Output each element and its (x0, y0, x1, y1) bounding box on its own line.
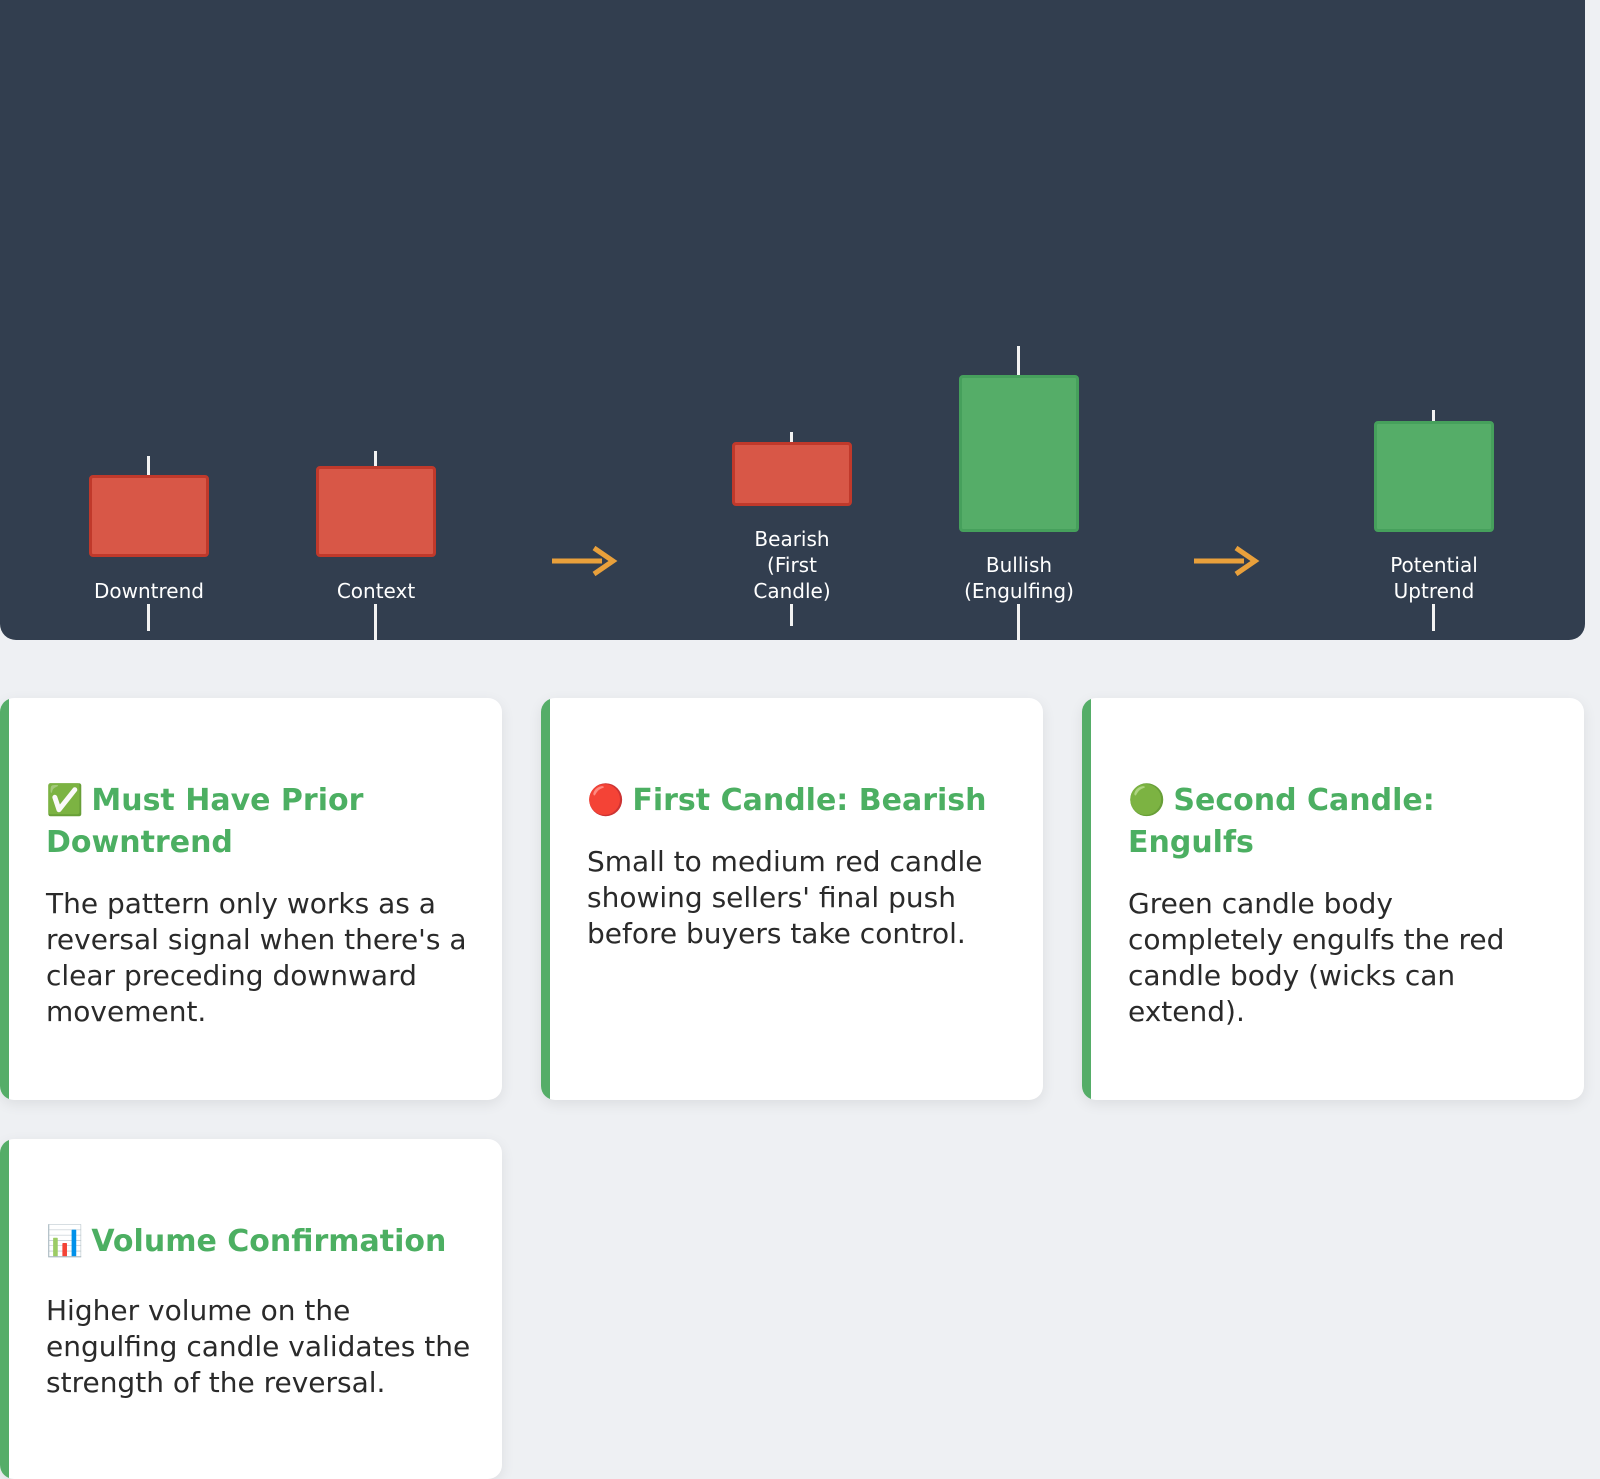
candle-label: Potential Uptrend (1390, 553, 1478, 603)
arrow-right-icon (552, 545, 618, 577)
candle-wick-bottom (1017, 604, 1020, 640)
card-prior-downtrend: ✅Must Have Prior Downtrend The pattern o… (0, 698, 502, 1100)
candle-label: Context (336, 579, 416, 603)
card-title: 🔴First Candle: Bearish (587, 780, 1013, 822)
candle-label: Bullish (Engulfing) (964, 553, 1074, 603)
card-title: 📊Volume Confirmation (46, 1221, 472, 1263)
card-text: Small to medium red candle showing selle… (587, 845, 983, 950)
card-volume-confirmation: 📊Volume Confirmation Higher volume on th… (0, 1139, 502, 1479)
red-circle-icon: 🔴 (587, 783, 625, 818)
bar-chart-icon: 📊 (46, 1224, 84, 1259)
card-text: The pattern only works as a reversal sig… (46, 887, 467, 1028)
candle-wick-top (1432, 410, 1435, 422)
card-first-candle: 🔴First Candle: Bearish Small to medium r… (541, 698, 1043, 1100)
candle-body (732, 442, 852, 506)
candle-wick-bottom (790, 604, 793, 626)
card-text: Green candle body completely engulfs the… (1128, 887, 1505, 1028)
card-text: Higher volume on the engulfing candle va… (46, 1294, 471, 1399)
candle-wick-top (790, 432, 793, 443)
candle-body (959, 375, 1079, 532)
candle-body (316, 466, 436, 557)
candle-wick-top (1017, 346, 1020, 376)
card-title: ✅Must Have Prior Downtrend (46, 780, 472, 864)
candle-wick-bottom (1432, 604, 1435, 631)
candle-body (89, 475, 209, 557)
candle-wick-bottom (374, 604, 377, 640)
card-title: 🟢Second Candle: Engulfs (1128, 780, 1554, 864)
candle-label: Bearish (First Candle) (753, 527, 831, 603)
candle-body (1374, 421, 1494, 532)
candle-label: Downtrend (94, 579, 204, 603)
candlestick-diagram: Downtrend Context Bearish (First Candle)… (0, 0, 1585, 640)
arrow-right-icon (1194, 545, 1260, 577)
green-circle-icon: 🟢 (1128, 783, 1166, 818)
candle-wick-bottom (147, 604, 150, 631)
check-icon: ✅ (46, 783, 84, 818)
candle-wick-top (374, 451, 377, 467)
candle-wick-top (147, 456, 150, 476)
card-second-candle: 🟢Second Candle: Engulfs Green candle bod… (1082, 698, 1584, 1100)
